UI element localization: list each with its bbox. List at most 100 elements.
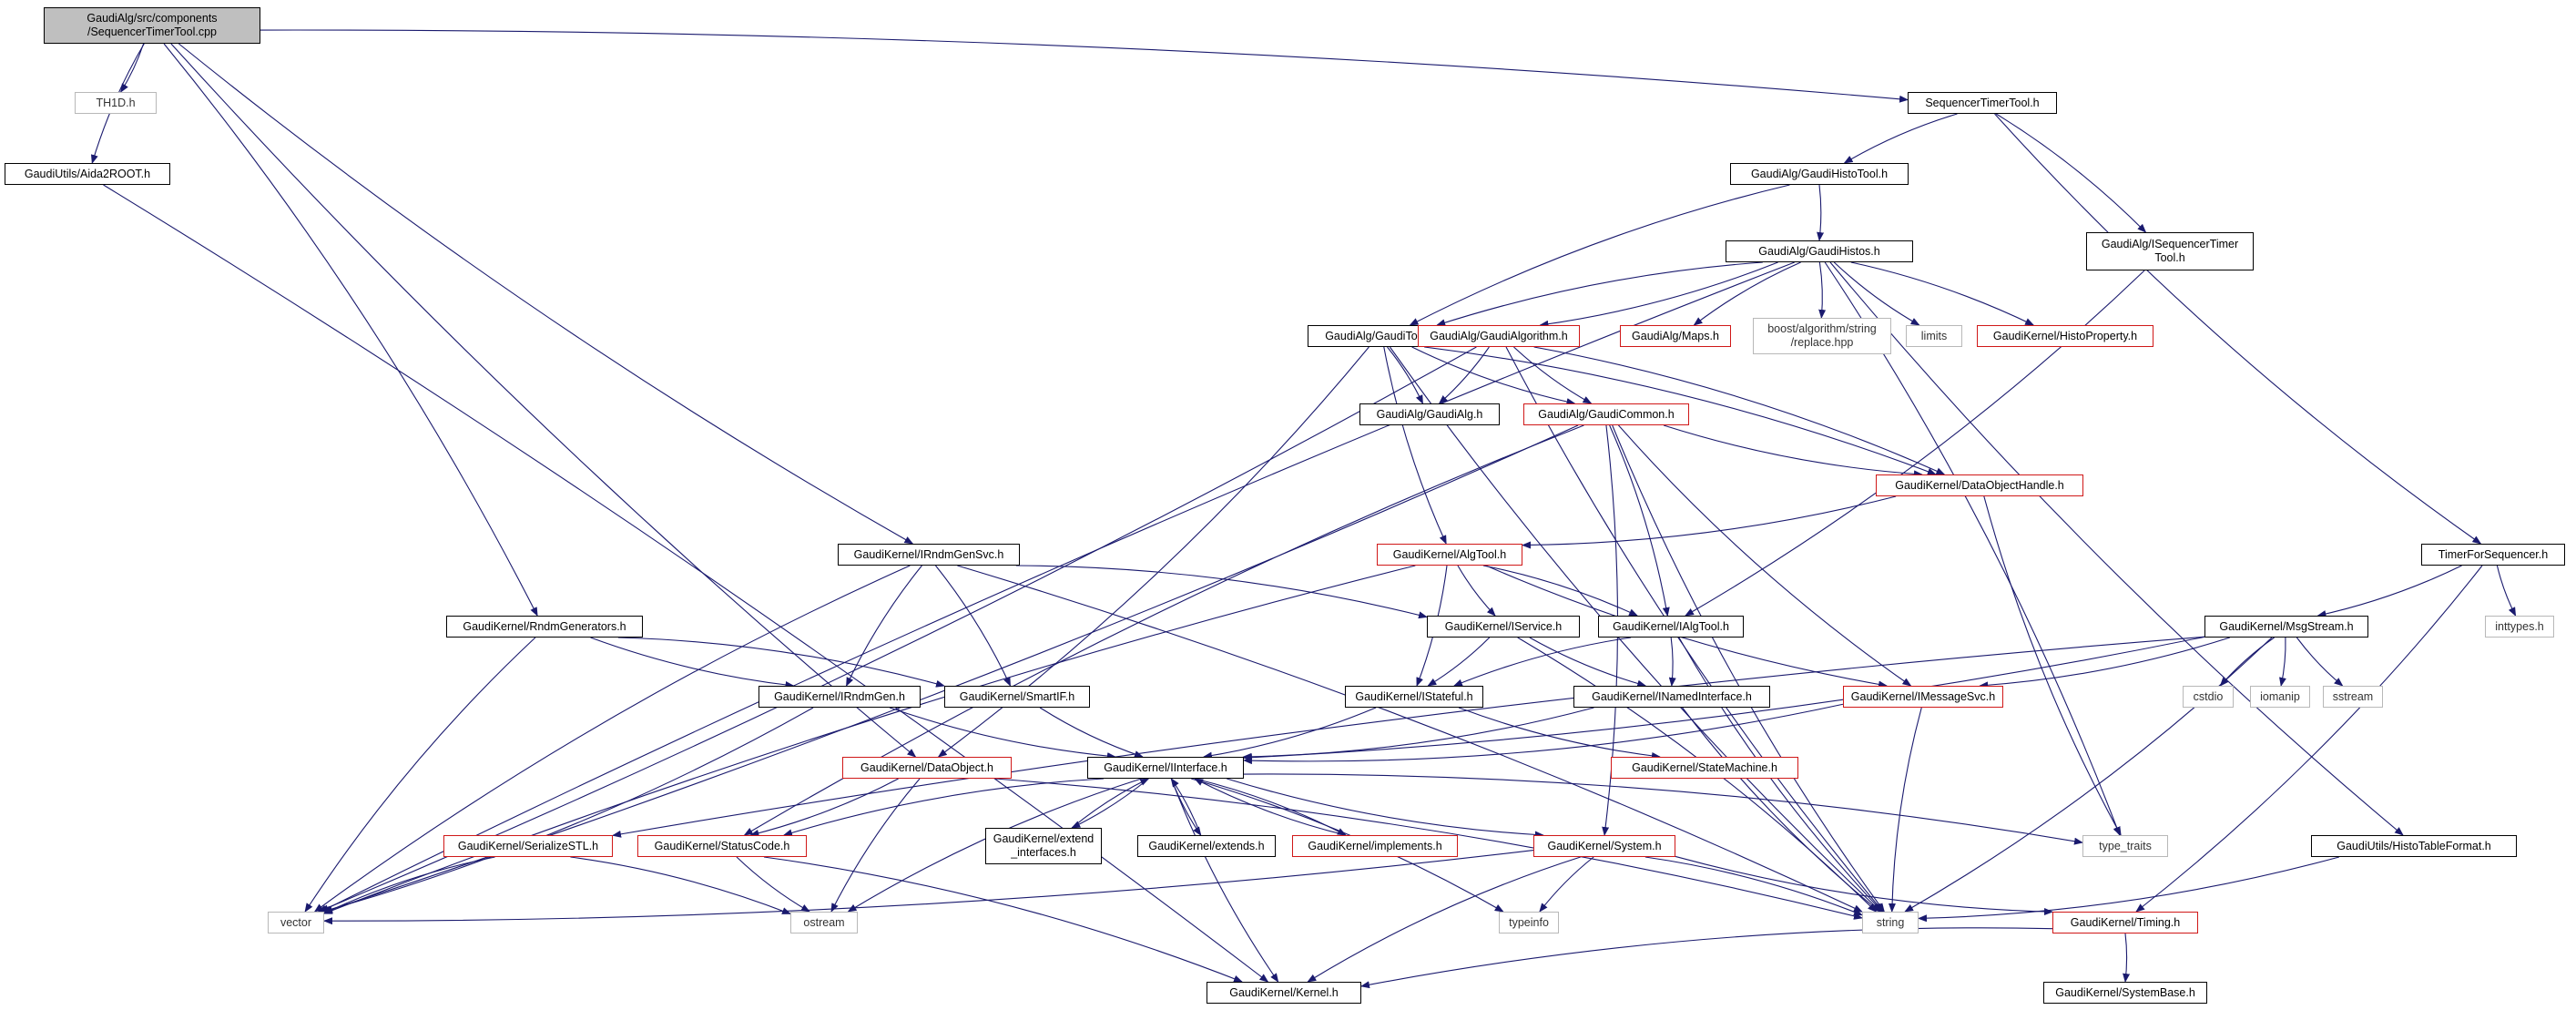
graph-node-rndmgens[interactable]: GaudiKernel/RndmGenerators.h xyxy=(446,616,643,638)
graph-node-smartif[interactable]: GaudiKernel/SmartIF.h xyxy=(944,686,1090,708)
graph-node-dataobject[interactable]: GaudiKernel/DataObject.h xyxy=(842,757,1012,779)
edge-iinterface-to-typetraits xyxy=(1243,773,2083,845)
edge-histotool-to-histos xyxy=(1817,184,1825,241)
graph-node-irndmgen[interactable]: GaudiKernel/IRndmGen.h xyxy=(759,686,921,708)
edge-irndmgensvc-to-vector xyxy=(313,565,911,913)
graph-node-implements[interactable]: GaudiKernel/implements.h xyxy=(1292,835,1458,857)
graph-node-aida[interactable]: GaudiUtils/Aida2ROOT.h xyxy=(5,163,170,185)
edge-histos-to-histotable xyxy=(1829,261,2404,836)
edge-gaudicommon-to-string xyxy=(1612,424,1885,913)
graph-node-algtool[interactable]: GaudiKernel/AlgTool.h xyxy=(1377,544,1522,566)
edge-iinterface-to-extends xyxy=(1170,778,1202,836)
edge-histotool-to-gauditool xyxy=(1409,184,1790,326)
graph-node-vector: vector xyxy=(268,912,324,933)
graph-node-istateful[interactable]: GaudiKernel/IStateful.h xyxy=(1345,686,1483,708)
edge-algtool-to-ialgtool xyxy=(1482,565,1638,617)
graph-node-irndmgensvc[interactable]: GaudiKernel/IRndmGenSvc.h xyxy=(838,544,1020,566)
edge-histos-to-vector xyxy=(320,261,1795,913)
graph-node-gaudicommon[interactable]: GaudiAlg/GaudiCommon.h xyxy=(1523,403,1689,425)
edge-imsgsvc-to-iinterface xyxy=(1243,703,1844,765)
edge-seqtt-to-iseqtt xyxy=(1995,113,2147,233)
edge-msgstream-to-sstream xyxy=(2296,637,2344,687)
edge-msgstream-to-iinterface xyxy=(1243,636,2205,761)
edge-irndmgensvc-to-iservice xyxy=(1015,565,1428,619)
edge-iinterface-to-system xyxy=(1227,778,1544,839)
edge-timing-to-sysbase xyxy=(2123,933,2131,983)
graph-node-extends[interactable]: GaudiKernel/extends.h xyxy=(1137,835,1276,857)
edge-iservice-to-inamedif xyxy=(1529,637,1647,688)
graph-node-typeinfo: typeinfo xyxy=(1499,912,1559,933)
edge-rndmgens-to-irndmgen xyxy=(590,637,795,689)
graph-node-histoprop[interactable]: GaudiKernel/HistoProperty.h xyxy=(1977,325,2153,347)
graph-node-timing[interactable]: GaudiKernel/Timing.h xyxy=(2052,912,2198,933)
edge-root-to-dataobject xyxy=(170,43,917,758)
graph-node-ialgtool[interactable]: GaudiKernel/IAlgTool.h xyxy=(1598,616,1744,638)
edge-iservice-to-istateful xyxy=(1427,637,1491,687)
graph-node-msgstream[interactable]: GaudiKernel/MsgStream.h xyxy=(2204,616,2368,638)
edge-iinterface-to-statuscode xyxy=(782,778,1105,837)
graph-node-serializestl[interactable]: GaudiKernel/SerializeSTL.h xyxy=(443,835,613,857)
edge-timerforseq-to-timing xyxy=(2135,565,2483,913)
graph-node-system[interactable]: GaudiKernel/System.h xyxy=(1533,835,1675,857)
graph-node-inamedif[interactable]: GaudiKernel/INamedInterface.h xyxy=(1573,686,1770,708)
edge-irndmgen-to-vector xyxy=(321,707,814,913)
edge-ialgtool-to-string xyxy=(1678,637,1883,913)
edge-dataobject-to-string xyxy=(994,778,1863,920)
graph-node-kernel[interactable]: GaudiKernel/Kernel.h xyxy=(1207,982,1361,1004)
edge-dataobject-to-statuscode xyxy=(749,778,899,837)
graph-node-maps[interactable]: GaudiAlg/Maps.h xyxy=(1620,325,1731,347)
edge-timing-to-kernel xyxy=(1360,927,2053,989)
edge-dataobject-to-ostream xyxy=(830,778,921,913)
edge-gaudicommon-to-imsgsvc xyxy=(1618,424,1912,687)
graph-node-iservice[interactable]: GaudiKernel/IService.h xyxy=(1427,616,1580,638)
graph-node-imsgsvc[interactable]: GaudiKernel/IMessageSvc.h xyxy=(1843,686,2003,708)
graph-node-gaudialg[interactable]: GaudiAlg/GaudiAlg.h xyxy=(1359,403,1500,425)
edge-system-to-typeinfo xyxy=(1539,856,1594,913)
graph-node-root[interactable]: GaudiAlg/src/components /SequencerTimerT… xyxy=(44,7,260,44)
edge-istateful-to-iinterface xyxy=(1203,707,1377,760)
edge-system-to-string xyxy=(1644,856,1863,916)
edge-msgstream-to-serializestl xyxy=(612,636,2205,838)
graph-node-statemachine[interactable]: GaudiKernel/StateMachine.h xyxy=(1611,757,1798,779)
edge-msgstream-to-cstdio xyxy=(2219,637,2275,687)
graph-node-timerforseq[interactable]: TimerForSequencer.h xyxy=(2421,544,2565,566)
graph-node-iomanip: iomanip xyxy=(2250,686,2310,708)
edge-histos-to-histoprop xyxy=(1850,261,2035,326)
graph-node-iseqtt[interactable]: GaudiAlg/ISequencerTimer Tool.h xyxy=(2086,232,2254,270)
edge-ialgtool-to-istateful xyxy=(1453,637,1632,687)
graph-node-seqtt[interactable]: SequencerTimerTool.h xyxy=(1908,92,2057,114)
edge-irndmgen-to-iinterface xyxy=(889,707,1116,760)
edge-seqtt-to-timerforseq xyxy=(1994,113,2482,545)
graph-node-dohandle[interactable]: GaudiKernel/DataObjectHandle.h xyxy=(1876,474,2083,496)
graph-node-extendif[interactable]: GaudiKernel/extend _interfaces.h xyxy=(985,828,1102,864)
graph-node-sysbase[interactable]: GaudiKernel/SystemBase.h xyxy=(2043,982,2207,1004)
edge-gauditool-to-gaudialg xyxy=(1387,346,1423,404)
edge-histos-to-maps xyxy=(1693,261,1801,326)
edge-gaudialgo-to-string xyxy=(1505,346,1884,913)
edge-istateful-to-statemachine xyxy=(1458,707,1661,760)
edge-statuscode-to-kernel xyxy=(763,856,1243,983)
edge-smartif-to-iinterface xyxy=(1039,707,1144,758)
edge-histos-to-gauditool xyxy=(1436,261,1763,327)
edge-msgstream-to-iomanip xyxy=(2279,637,2286,687)
edge-msgstream-to-string xyxy=(1904,637,2273,913)
edge-extends-to-iinterface xyxy=(1170,778,1202,836)
graph-node-typetraits: type_traits xyxy=(2082,835,2168,857)
edge-irndmgensvc-to-smartif xyxy=(935,565,1012,687)
graph-node-histotable[interactable]: GaudiUtils/HistoTableFormat.h xyxy=(2311,835,2517,857)
graph-node-statuscode[interactable]: GaudiKernel/StatusCode.h xyxy=(637,835,807,857)
edge-serializestl-to-ostream xyxy=(570,856,791,914)
graph-node-iinterface[interactable]: GaudiKernel/IInterface.h xyxy=(1087,757,1244,779)
graph-node-gaudialgo[interactable]: GaudiAlg/GaudiAlgorithm.h xyxy=(1418,325,1580,347)
edge-extendif-to-iinterface xyxy=(1071,778,1150,829)
edge-gaudicommon-to-dohandle xyxy=(1663,424,1923,478)
edge-histos-to-limits xyxy=(1833,261,1920,326)
edge-seqtt-to-histotool xyxy=(1843,113,1958,164)
graph-node-ostream: ostream xyxy=(790,912,858,933)
edge-system-to-timing xyxy=(1675,855,2053,916)
edge-gauditool-to-gaudicommon xyxy=(1411,346,1576,405)
graph-node-histotool[interactable]: GaudiAlg/GaudiHistoTool.h xyxy=(1730,163,1909,185)
edge-algtool-to-imsgsvc xyxy=(1485,565,1888,689)
graph-node-histos[interactable]: GaudiAlg/GaudiHistos.h xyxy=(1726,240,1913,262)
